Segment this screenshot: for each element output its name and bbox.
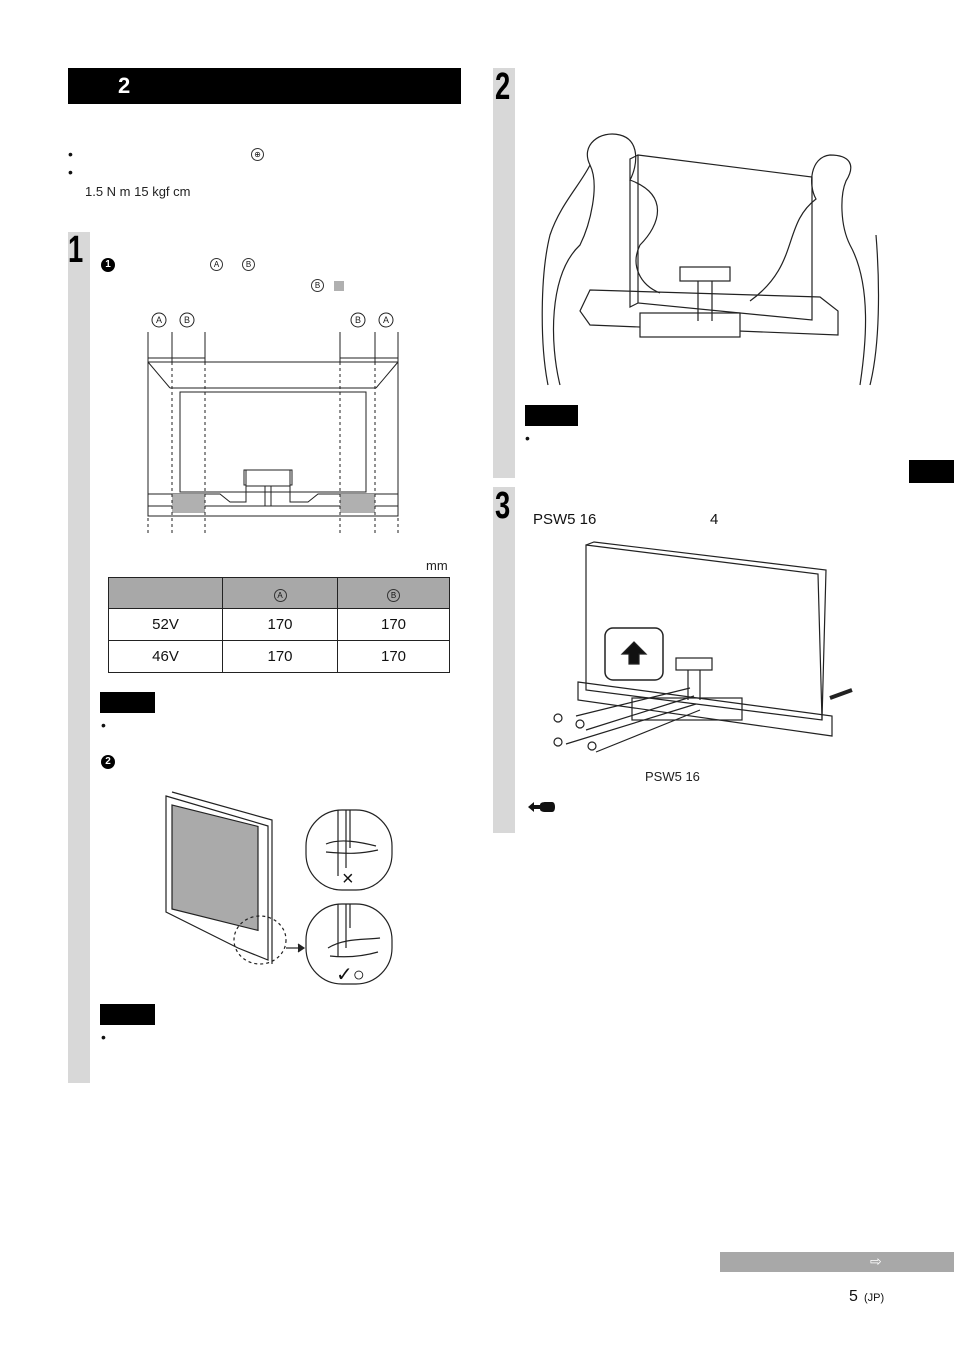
screw-count: 4 [710, 511, 719, 528]
table-row: 46V 170 170 [108, 640, 450, 673]
bad-hold-mark: × [342, 868, 354, 890]
tv-handling-illustration [165, 791, 393, 985]
note-badge [525, 405, 578, 426]
table-cell-a: 170 [222, 640, 338, 673]
continue-arrow-icon: ⇨ [870, 1253, 882, 1269]
table-row: 52V 170 170 [108, 608, 450, 641]
page-suffix: (JP) [864, 1292, 885, 1304]
dimension-table: A B 52V 170 170 46V 170 170 [108, 577, 450, 673]
step1-number: 1 [68, 229, 84, 271]
good-hold-mark: ✓○ [336, 964, 365, 986]
label-a-circle: A [273, 588, 287, 602]
svg-text:A: A [383, 315, 389, 325]
step1-bar [68, 232, 90, 1083]
bullet-dot: • [68, 164, 73, 180]
section-number: 2 [118, 73, 131, 98]
step3-number: 3 [495, 485, 511, 527]
note-badge [100, 1004, 155, 1025]
step2-number: 2 [495, 66, 511, 108]
step2-bar [493, 68, 515, 478]
back-reference-icon [528, 802, 555, 812]
shaded-area-legend [334, 281, 344, 291]
label-b-circle: B [387, 588, 400, 602]
table-header-cell: B [337, 577, 450, 609]
substep1-marker: 1 [101, 258, 115, 272]
label-a-circle: A [210, 258, 223, 271]
table-cell-b: 170 [337, 640, 450, 673]
table-header-cell: A [222, 577, 338, 609]
table-cell-model: 52V [108, 608, 223, 641]
screw-spec-text: PSW5 16 [533, 511, 597, 528]
label-b-circle: B [311, 279, 324, 292]
table-cell-b: 170 [337, 608, 450, 641]
table-header-cell [108, 577, 223, 609]
table-cell-model: 46V [108, 640, 223, 673]
bullet-dot: • [101, 1029, 106, 1045]
bullet-dot: • [525, 430, 530, 446]
section-title-bar: 2 [68, 68, 461, 104]
unit-label: mm [426, 558, 448, 573]
stand-screw-attachment-illustration [553, 541, 853, 753]
bullet-dot: • [68, 146, 73, 162]
step3-bar [493, 487, 515, 833]
table-cell-a: 170 [222, 608, 338, 641]
continue-bar: ⇨ [720, 1252, 954, 1272]
bullet-dot: • [101, 717, 106, 733]
torque-text: 1.5 N m 15 kgf cm [85, 184, 191, 199]
svg-text:B: B [355, 315, 361, 325]
phillips-screw-symbol: ⊕ [251, 148, 264, 161]
page-number: 5 [849, 1288, 858, 1305]
svg-text:A: A [156, 315, 162, 325]
substep2-marker: 2 [101, 755, 115, 769]
note-badge [100, 692, 155, 713]
two-people-lifting-illustration [541, 133, 880, 386]
svg-text:B: B [184, 315, 190, 325]
screw-caption: PSW5 16 [645, 769, 700, 784]
section-side-tab [909, 460, 954, 483]
table-header-row: A B [108, 577, 450, 609]
label-b-circle: B [242, 258, 255, 271]
